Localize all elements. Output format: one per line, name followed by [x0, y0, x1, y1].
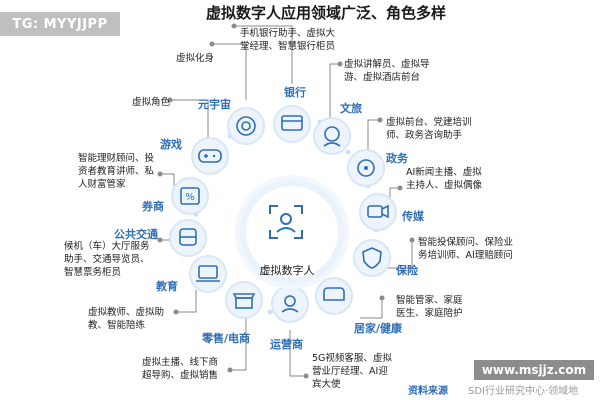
laptop-icon [189, 255, 227, 293]
government-icon [347, 149, 385, 187]
metaverse-icon [227, 107, 265, 145]
sofa-icon [315, 277, 353, 315]
connector-game [170, 99, 209, 142]
store-icon [225, 281, 263, 319]
watermark-bottom-right: www.msjjz.com [474, 360, 594, 380]
operator-icon [271, 285, 309, 323]
connector-retail [230, 318, 247, 371]
desc-media: AI新闻主播、虚拟 主持人、虚拟偶像 [406, 167, 483, 191]
center-circle [240, 180, 344, 284]
desc-insurance: 智能投保顾问、保险业 务培训师、AI理赔顾问 [418, 237, 514, 261]
category-operator: 运营商 [270, 338, 303, 351]
category-retail: 零售/电商 [202, 332, 251, 345]
shield-icon [353, 239, 391, 277]
desc-game: 虚拟角色 [132, 97, 171, 108]
desc-retail: 虚拟主播、线下商 超导购、虚拟销售 [142, 357, 219, 381]
desc-education: 虚拟教师、虚拟助 教、智能陪练 [88, 307, 165, 331]
bus-icon [169, 219, 207, 257]
watermark-top-left: TG: MYYJJPP [0, 12, 120, 36]
category-insurance: 保险 [396, 264, 418, 277]
category-culture: 文旅 [340, 102, 362, 115]
category-metaverse: 元宇宙 [198, 98, 231, 111]
desc-public-transport: 候机（车）大厅服务 助手、交通导览员、 智慧票务柜员 [64, 241, 150, 278]
watermark-bottom-right-secondary: SDI行业研究中心·领域地 [468, 386, 579, 397]
connector-culture [329, 63, 340, 120]
face-scan-icon [269, 205, 303, 239]
center-label: 虚拟数字人 [259, 264, 315, 277]
connector-home-health [360, 298, 383, 319]
desc-government: 虚拟前台、党建培训 师、政务咨询助手 [386, 117, 472, 141]
connector-metaverse [212, 43, 247, 100]
camera-icon [359, 193, 397, 231]
percent-icon: % [171, 177, 209, 215]
category-game: 游戏 [160, 138, 182, 151]
page-title: 虚拟数字人应用领域广泛、角色多样 [205, 4, 446, 22]
gamepad-icon [191, 137, 229, 175]
connector-government [367, 119, 380, 154]
connector-education [176, 290, 197, 313]
svg-text:%: % [185, 192, 195, 203]
desc-securities: 智能理财顾问、投 资者教育讲师、私 人财富管家 [78, 153, 155, 190]
category-bank: 银行 [284, 86, 306, 99]
category-government: 政务 [386, 152, 408, 165]
category-public-transport: 公共交通 [114, 228, 158, 241]
connector-operator [289, 330, 306, 377]
category-home-health: 居家/健康 [354, 322, 403, 335]
connector-insurance [378, 240, 413, 269]
desc-home-health: 智能管家、家庭 医生、家庭陪护 [396, 295, 463, 319]
culture-icon [313, 117, 351, 155]
connector-bank [234, 25, 293, 84]
category-securities: 券商 [142, 200, 164, 213]
source-label: 资料来源 [408, 386, 448, 397]
category-media: 传媒 [402, 210, 424, 223]
desc-metaverse: 虚拟化身 [176, 53, 215, 64]
bank-icon [273, 105, 311, 143]
connector-securities [160, 173, 175, 186]
desc-operator: 5G视频客服、虚拟 营业厅经理、AI迎 宾大使 [312, 353, 392, 390]
category-education: 教育 [156, 280, 178, 293]
desc-bank: 手机银行助手、虚拟大 堂经理、智慧银行柜员 [240, 28, 336, 52]
desc-culture: 虚拟讲解员、虚拟导 游、虚拟酒店前台 [344, 59, 430, 83]
